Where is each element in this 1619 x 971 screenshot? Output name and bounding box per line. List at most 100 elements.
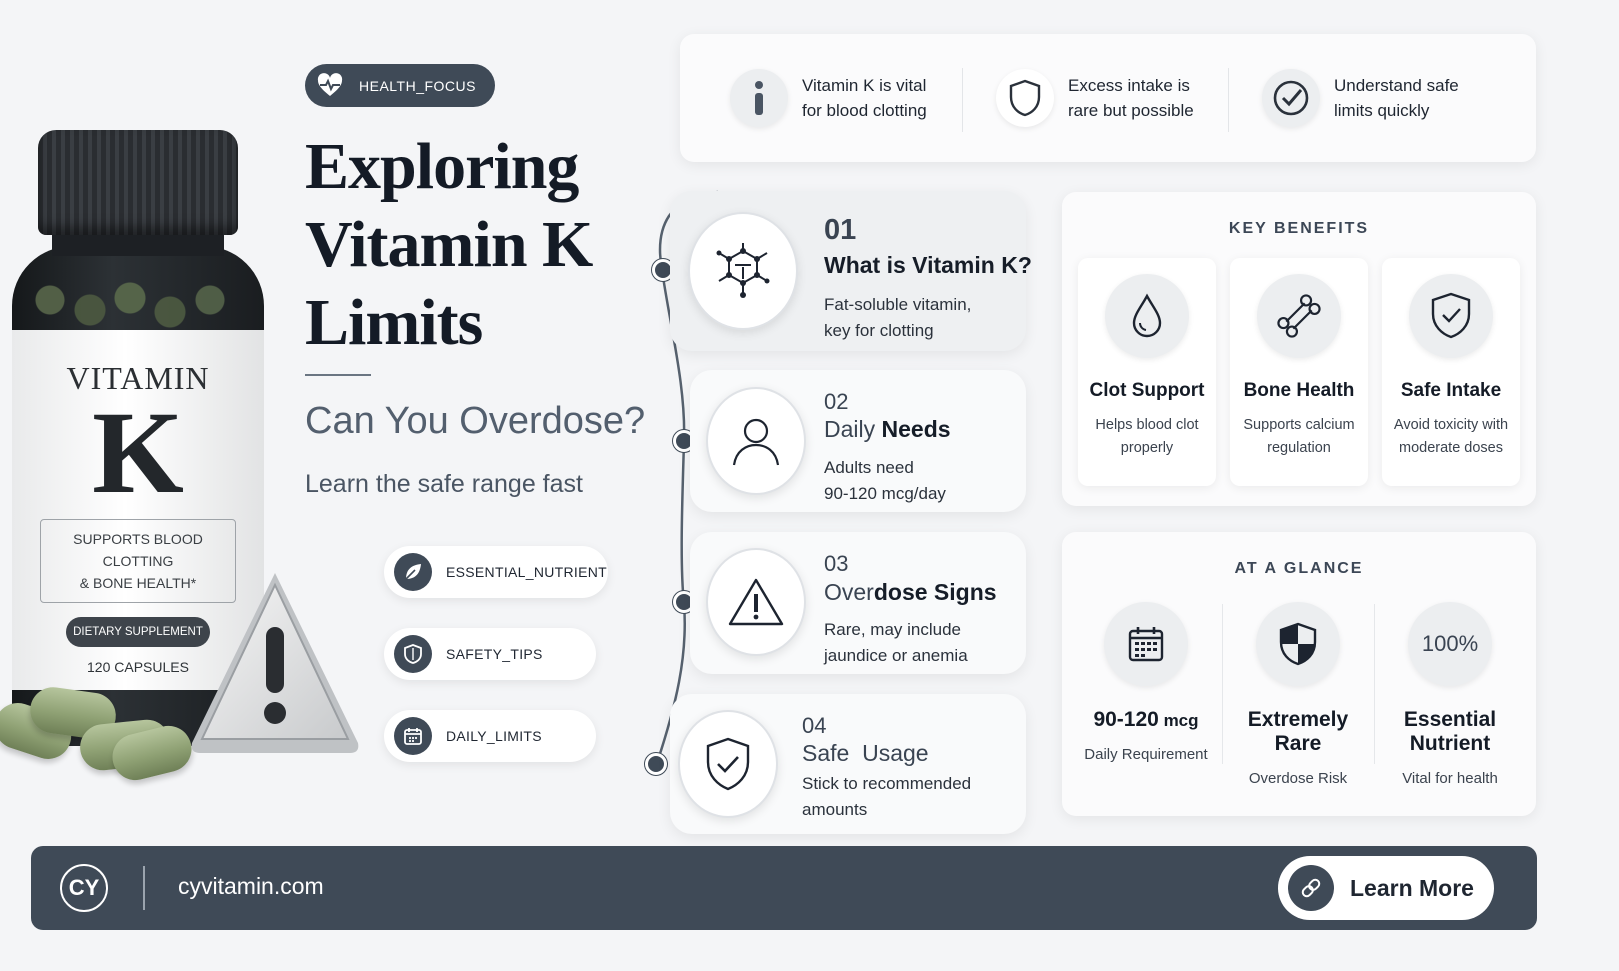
step-desc: Fat-soluble vitamin, key for clotting [824, 292, 971, 344]
health-focus-label: HEALTH_FOCUS [359, 77, 476, 94]
droplet-icon [1105, 274, 1189, 358]
benefit-desc-line1: Avoid toxicity with [1393, 417, 1509, 433]
fact-line2: limits quickly [1334, 101, 1430, 120]
step-title: Overdose Signs [824, 579, 997, 606]
glance-value-number: 90-120 [1093, 708, 1159, 731]
person-icon [706, 387, 806, 495]
benefit-bone-health: Bone Health Supports calcium regulation [1230, 258, 1368, 486]
bottle-claim-line2: & BONE HEALTH* [79, 575, 197, 591]
step-title: What is Vitamin K? [824, 252, 1032, 278]
step-title-bold: Needs [881, 416, 951, 442]
title-line3: Limits [305, 286, 483, 359]
bottle-brand-top: VITAMIN [66, 360, 210, 396]
check-circle-icon [1262, 69, 1320, 127]
fact-line1: Understand safe [1334, 76, 1459, 95]
footer-divider [143, 866, 145, 910]
glance-overdose-risk: Extremely Rare Overdose Risk [1222, 602, 1374, 787]
fact-line1: Excess intake is [1068, 76, 1190, 95]
chip-label: SAFETY_TIPS [446, 646, 543, 662]
benefit-desc-line2: properly [1120, 440, 1174, 456]
benefit-desc: Supports calcium regulation [1230, 414, 1368, 460]
shield-check-icon [1409, 274, 1493, 358]
warning-icon [706, 548, 806, 656]
chip-essential-nutrient[interactable]: ESSENTIAL_NUTRIENT [384, 546, 608, 598]
step-desc-line2: 90-120 mcg/day [824, 484, 946, 503]
glance-label: Overdose Risk [1248, 770, 1348, 787]
chip-daily-limits[interactable]: DAILY_LIMITS [384, 710, 596, 762]
heart-pulse-icon [317, 72, 343, 96]
step-title-light: Over [824, 579, 874, 605]
benefit-desc: Helps blood clot properly [1078, 414, 1216, 460]
at-a-glance-heading: AT A GLANCE [1234, 560, 1364, 577]
bottle-count: 120 CAPSULES [87, 659, 189, 675]
page-title: Exploring Vitamin K Limits [305, 128, 645, 362]
fact-text: Vitamin K is vital for blood clotting [802, 73, 972, 123]
step-number: 04 [802, 713, 827, 738]
bottle-claim: SUPPORTS BLOOD CLOTTING & BONE HEALTH* [40, 519, 236, 603]
step-title: Daily Needs [824, 416, 951, 443]
step-desc: Rare, may include jaundice or anemia [824, 617, 968, 669]
benefit-clot-support: Clot Support Helps blood clot properly [1078, 258, 1216, 486]
fact-text: Understand safe limits quickly [1334, 73, 1504, 123]
site-link[interactable]: cyvitamin.com [178, 873, 324, 899]
fact-blood-clotting: Vitamin K is vital for blood clotting [730, 34, 972, 162]
link-icon [1288, 865, 1334, 911]
bottle-claim-line1: SUPPORTS BLOOD CLOTTING [73, 531, 203, 569]
title-line2: Vitamin K [305, 208, 593, 281]
glance-divider [1374, 604, 1375, 764]
title-divider [305, 374, 371, 376]
bottle-type-pill: DIETARY SUPPLEMENT [66, 617, 210, 647]
step-desc-line1: Stick to recommended [802, 774, 972, 793]
benefit-title: Safe Intake [1400, 380, 1502, 401]
glance-label: Vital for health [1402, 770, 1498, 787]
shield-icon [394, 635, 432, 673]
learn-more-label: Learn More [1350, 874, 1474, 901]
glance-daily-requirement: 90-120 mcg Daily Requirement [1070, 602, 1222, 763]
benefit-safe-intake: Safe Intake Avoid toxicity with moderate… [1382, 258, 1520, 486]
step-desc: Stick to recommended amounts [802, 771, 971, 823]
key-benefits-panel: KEY BENEFITS Clot Support Helps blood cl… [1062, 192, 1536, 506]
brand-logo[interactable]: CY [60, 864, 108, 912]
benefit-desc-line1: Helps blood clot [1095, 417, 1199, 433]
step-number: 02 [824, 389, 849, 414]
facts-card: Vitamin K is vital for blood clotting Ex… [680, 34, 1536, 162]
chip-label: ESSENTIAL_NUTRIENT [446, 564, 607, 580]
molecule-icon [688, 212, 798, 330]
glance-value: 90-120 mcg [1070, 708, 1222, 732]
fact-excess-intake: Excess intake is rare but possible [996, 34, 1238, 162]
fact-safe-limits: Understand safe limits quickly [1262, 34, 1504, 162]
step-desc-line1: Rare, may include [824, 620, 962, 639]
step-desc-line1: Fat-soluble vitamin, [824, 295, 972, 314]
calendar-icon [1104, 602, 1188, 686]
step-title-bold: dose Signs [873, 579, 997, 605]
subtitle: Can You Overdose? [305, 400, 646, 442]
chip-safety-tips[interactable]: SAFETY_TIPS [384, 628, 596, 680]
step-number: 01 [824, 214, 857, 246]
bottle-cap [38, 130, 238, 235]
warning-triangle-icon [191, 573, 359, 753]
benefit-desc-line2: regulation [1267, 440, 1331, 456]
fact-divider [1228, 68, 1229, 132]
glance-value-unit: mcg [1158, 711, 1199, 730]
step-desc: Adults need 90-120 mcg/day [824, 455, 946, 507]
step-desc-line2: key for clotting [824, 321, 934, 340]
info-icon [730, 69, 788, 127]
key-benefits-heading: KEY BENEFITS [1228, 220, 1370, 237]
fact-line1: Vitamin K is vital [802, 76, 927, 95]
bottle-brand-letter: K [92, 387, 184, 518]
benefit-desc: Avoid toxicity with moderate doses [1382, 414, 1520, 460]
shield-half-icon [1256, 602, 1340, 686]
glance-essential-nutrient: 100% Essential Nutrient Vital for health [1374, 602, 1526, 787]
benefit-desc-line1: Supports calcium [1243, 417, 1355, 433]
bottle-capsules-inside [30, 270, 240, 340]
learn-more-button[interactable]: Learn More [1278, 856, 1494, 920]
shield-check-icon [678, 710, 778, 818]
fact-line2: rare but possible [1068, 101, 1194, 120]
fact-text: Excess intake is rare but possible [1068, 73, 1238, 123]
glance-value: Extremely Rare [1247, 708, 1349, 755]
glance-value: Essential Nutrient [1403, 708, 1497, 755]
calendar-icon [394, 717, 432, 755]
bone-icon [1257, 274, 1341, 358]
tagline: Learn the safe range fast [305, 470, 583, 498]
benefit-title: Clot Support [1089, 380, 1205, 401]
